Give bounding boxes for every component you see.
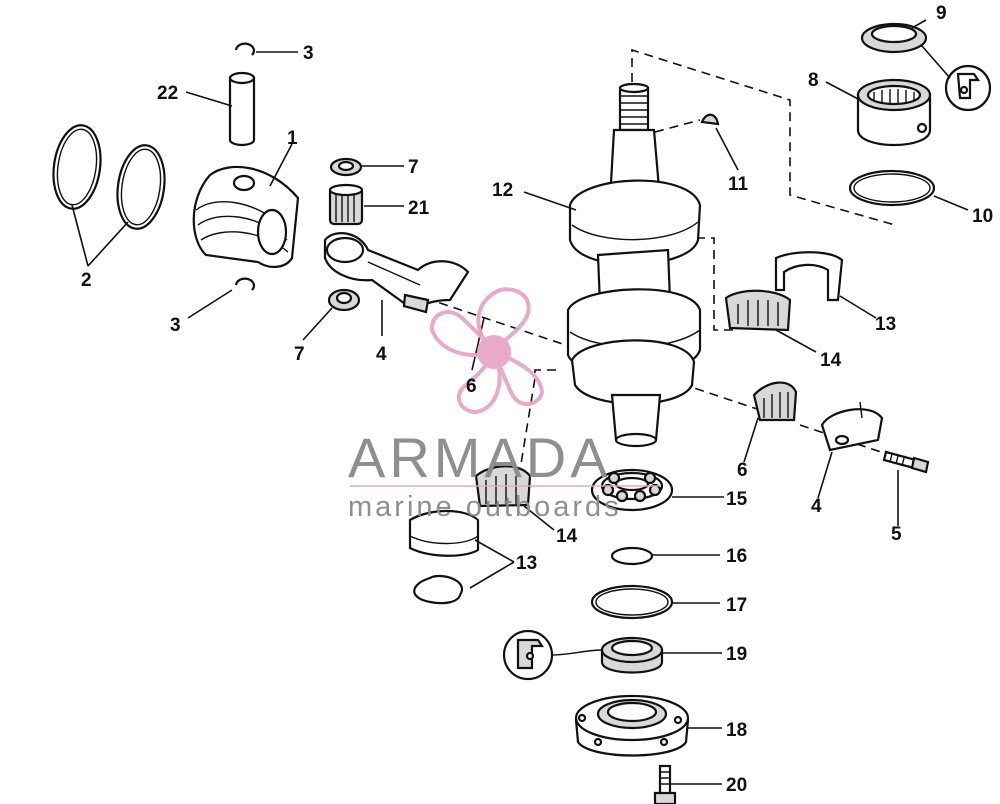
dash-line-bracket-left <box>519 369 556 471</box>
callout-3-bottom: 3 <box>170 315 181 336</box>
propeller-logo-icon <box>429 287 545 415</box>
callout-3-top: 3 <box>303 43 314 64</box>
bearing-cage-retainer-right <box>774 251 844 302</box>
snap-ring <box>610 546 654 566</box>
ring-2-inner <box>120 148 162 226</box>
housing-screw <box>653 764 677 804</box>
retaining-clip-bottom <box>234 277 255 291</box>
callout-2: 2 <box>81 270 92 291</box>
piston-rings <box>52 124 166 230</box>
crank-thread-end <box>618 86 650 132</box>
callout-17: 17 <box>726 595 747 616</box>
ring-1-outer <box>52 124 102 210</box>
crankshaft <box>566 82 702 448</box>
ring-1-inner <box>56 128 98 206</box>
callout-14-right: 14 <box>820 350 842 371</box>
retaining-clip-top <box>234 42 255 56</box>
bearing-cage-retainer-lower <box>408 510 480 557</box>
needle-bearing-half-rod-cap <box>752 381 798 422</box>
retaining-ring-lower <box>413 574 464 605</box>
ring-2-outer <box>116 144 166 230</box>
watermark: ARMADA marine outboards <box>348 287 660 523</box>
callout-21: 21 <box>408 198 430 219</box>
needle-bearing-half-right <box>724 289 792 332</box>
callout-4-cap: 4 <box>811 496 822 517</box>
callout-20: 20 <box>726 775 747 796</box>
o-ring-lower <box>590 584 674 620</box>
wrist-pin <box>228 71 256 147</box>
connecting-rod <box>323 232 470 314</box>
seal-detail-leader <box>551 649 603 656</box>
oil-seal-lower <box>600 636 664 674</box>
callout-7-bottom: 7 <box>294 344 305 365</box>
watermark-brand: ARMADA <box>348 426 612 489</box>
leader-lines <box>71 19 969 785</box>
callout-16: 16 <box>726 546 747 567</box>
lower-bearing-housing <box>574 694 690 757</box>
rod-cap <box>820 401 884 452</box>
thrust-washer-bottom <box>327 288 361 312</box>
o-ring-top <box>848 169 936 207</box>
seal-detail-icon <box>944 64 992 112</box>
callout-13-lower: 13 <box>516 553 537 574</box>
oil-seal-top <box>860 22 928 54</box>
piston <box>192 165 300 268</box>
callout-7-top: 7 <box>408 157 419 178</box>
woodruff-key <box>700 113 720 126</box>
dash-line-bracket-right <box>696 237 735 331</box>
rod-cap-screw <box>882 450 930 474</box>
callout-15: 15 <box>726 489 748 510</box>
callout-6-right: 6 <box>737 460 748 481</box>
callout-5: 5 <box>891 524 902 545</box>
callout-14-lower: 14 <box>556 526 578 547</box>
watermark-tagline: marine outboards <box>348 491 622 523</box>
callout-22: 22 <box>157 83 178 104</box>
callout-1: 1 <box>287 128 298 149</box>
needle-bearing-small-end <box>328 183 364 226</box>
dash-line-key <box>654 119 701 133</box>
callout-18: 18 <box>726 720 747 741</box>
callout-10: 10 <box>972 206 993 227</box>
callout-labels: 3 22 1 2 3 7 21 7 4 6 12 11 9 8 10 13 14… <box>81 3 993 796</box>
callout-6-left: 6 <box>466 376 477 397</box>
crank-upper-web <box>568 179 702 266</box>
seal-detail-icon-lower <box>502 629 554 681</box>
upper-bearing <box>856 78 932 146</box>
callout-8: 8 <box>808 70 819 91</box>
callout-9: 9 <box>936 3 947 24</box>
crank-counterweight <box>570 339 696 405</box>
thrust-washer-top <box>329 157 363 177</box>
callout-19: 19 <box>726 644 747 665</box>
dash-line-top-bearing <box>631 48 896 226</box>
callout-4-rod: 4 <box>376 344 387 365</box>
callout-11: 11 <box>728 174 749 195</box>
callout-12: 12 <box>492 180 513 201</box>
callout-13-right: 13 <box>875 314 896 335</box>
